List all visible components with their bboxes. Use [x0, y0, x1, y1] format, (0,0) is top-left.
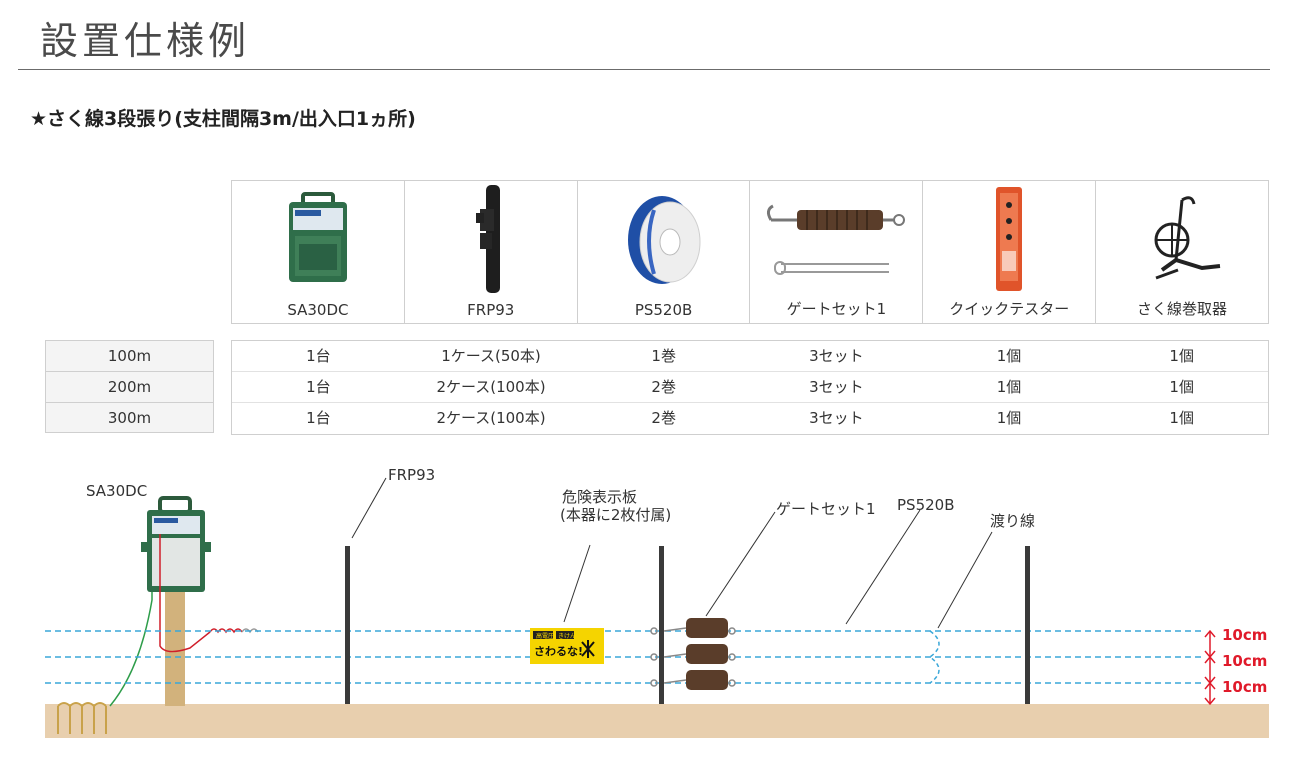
product-name: さく線巻取器: [1137, 300, 1228, 318]
product-name: ゲートセット1: [786, 300, 887, 318]
gate-handle-icon: [686, 618, 728, 638]
jumper-wire: [928, 630, 940, 684]
product-cell: PS520B: [578, 181, 751, 323]
table-cell: 1個: [1169, 409, 1194, 427]
length-column: 100m 200m 300m: [45, 340, 214, 433]
live-wire: [159, 534, 211, 653]
voltage-tester-icon: [923, 185, 1095, 295]
gate-handle-icon: [750, 185, 922, 295]
table-cell: 2巻: [651, 409, 676, 427]
gate-handles: [650, 618, 736, 690]
sign-tag-left: 高電圧: [536, 632, 554, 640]
length-cell: 100m: [45, 340, 214, 371]
ground-wire: [109, 546, 153, 707]
table-cell: 3セット: [809, 378, 864, 396]
table-cell: 1台: [306, 409, 331, 427]
wooden-stake: [165, 590, 185, 706]
product-cell: クイックテスター: [923, 181, 1097, 323]
table-row: 1台 2ケース(100本) 2巻 3セット 1個 1個: [232, 372, 1268, 403]
table-cell: 1巻: [651, 347, 676, 365]
leader-lines: [351, 477, 993, 629]
table-cell: 1個: [1169, 347, 1194, 365]
product-cell: SA30DC: [232, 181, 405, 323]
controller-label: SA30DC: [86, 482, 148, 500]
fence-post: [659, 546, 664, 704]
product-name: FRP93: [467, 301, 515, 319]
table-cell: 1ケース(50本): [441, 347, 541, 365]
sign-label-note: (本器に2枚付属): [560, 506, 672, 524]
jumper-label: 渡り線: [990, 512, 1036, 530]
product-header-table: SA30DC FRP93 PS520B: [231, 180, 1269, 324]
ground-rods-icon: [57, 702, 107, 734]
fence-post-icon: [405, 185, 577, 295]
electric-fence-controller-icon: [141, 496, 211, 592]
fence-post: [1025, 546, 1030, 704]
table-row: 1台 1ケース(50本) 1巻 3セット 1個 1個: [232, 341, 1268, 372]
product-name: SA30DC: [287, 301, 349, 319]
product-name: クイックテスター: [949, 300, 1070, 318]
length-cell: 200m: [45, 371, 214, 402]
wire-spool-icon: [578, 185, 750, 295]
table-cell: 1個: [996, 409, 1022, 427]
wire-coil: [209, 628, 243, 634]
gate-handle-icon: [686, 644, 728, 664]
table-cell: 2ケース(100本): [436, 409, 546, 427]
gate-handle-icon: [686, 670, 728, 690]
title-divider: [18, 69, 1270, 70]
product-cell: さく線巻取器: [1096, 181, 1268, 323]
post-label: FRP93: [388, 466, 436, 484]
electric-fence-controller-icon: [232, 185, 404, 295]
table-cell: 1個: [1169, 378, 1194, 396]
wire-reel-icon: [1096, 185, 1268, 295]
product-name: PS520B: [634, 301, 693, 319]
diagram-graphic: 高電圧 きけん さわるな!: [45, 477, 1269, 738]
length-cell: 300m: [45, 402, 214, 433]
gate-label: ゲートセット1: [776, 500, 876, 518]
fence-wires: [45, 630, 1205, 684]
spacing-label: 10cm: [1222, 652, 1268, 670]
section-subtitle: ★さく線3段張り(支柱間隔3m/出入口1ヵ所): [30, 108, 416, 130]
table-cell: 3セット: [809, 409, 864, 427]
page-title: 設置仕様例: [40, 19, 251, 63]
table-cell: 1台: [306, 378, 331, 396]
spacing-arrows-icon: [1204, 629, 1216, 706]
product-cell: ゲートセット1: [750, 181, 924, 323]
table-row: 1台 2ケース(100本) 2巻 3セット 1個 1個: [232, 403, 1268, 434]
warning-sign-icon: 高電圧 きけん さわるな!: [530, 628, 604, 664]
table-cell: 3セット: [809, 347, 864, 365]
quantity-table: 1台 1ケース(50本) 1巻 3セット 1個 1個 1台 2ケース(100本)…: [231, 340, 1269, 435]
table-cell: 2ケース(100本): [436, 378, 546, 396]
wire-label: PS520B: [897, 496, 955, 514]
installation-diagram: 高電圧 きけん さわるな!: [0, 450, 1311, 750]
sign-tag-mid: きけん: [558, 633, 576, 640]
table-cell: 1台: [306, 347, 331, 365]
table-cell: 2巻: [651, 378, 676, 396]
sign-text: さわるな!: [534, 645, 583, 658]
spacing-label: 10cm: [1222, 626, 1268, 644]
table-cell: 1個: [996, 347, 1022, 365]
table-cell: 1個: [996, 378, 1022, 396]
spacing-label: 10cm: [1222, 678, 1268, 696]
product-cell: FRP93: [405, 181, 578, 323]
fence-post: [345, 546, 350, 704]
ground: [45, 704, 1269, 738]
sign-label: 危険表示板: [562, 488, 638, 506]
